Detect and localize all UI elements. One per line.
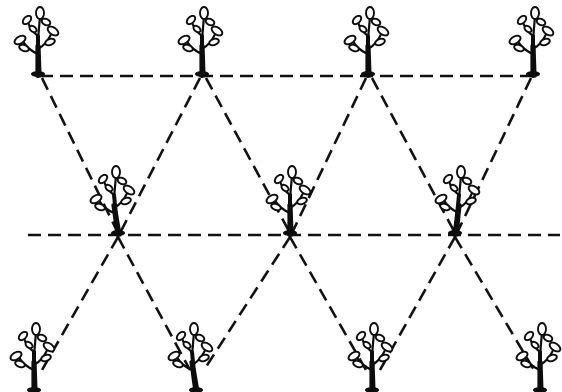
guide-diagonal: [292, 78, 366, 233]
tree-icon: [265, 166, 312, 236]
guide-diagonal: [290, 237, 366, 370]
tree-icon: [13, 7, 60, 77]
tree-icon: [434, 166, 481, 236]
guide-diagonal: [455, 237, 534, 370]
tree-icon: [167, 323, 214, 392]
tree-layer: [9, 7, 562, 392]
tree-icon: [177, 7, 224, 77]
tree-icon: [347, 323, 394, 392]
guide-diagonal: [457, 78, 531, 233]
guide-diagonal: [120, 78, 200, 233]
guide-diagonal: [118, 237, 190, 370]
tree-icon: [508, 7, 555, 77]
tree-icon: [515, 323, 562, 392]
dashed-guide-lines: [28, 76, 560, 370]
tree-icon: [89, 166, 136, 236]
tree-icon: [9, 323, 56, 392]
tree-icon: [343, 7, 390, 77]
guide-diagonal: [204, 237, 290, 370]
